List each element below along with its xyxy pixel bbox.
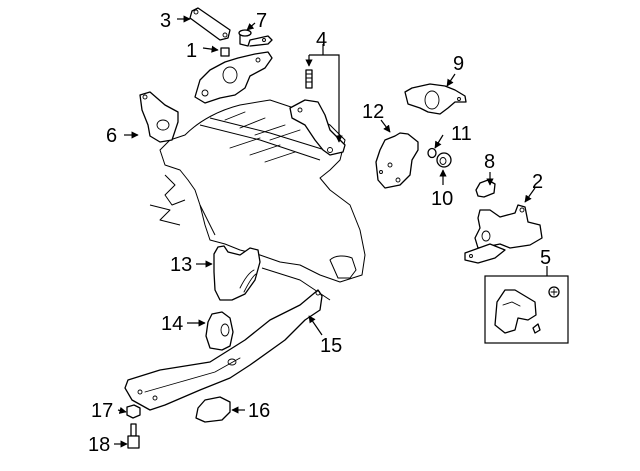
callout-10: 10 <box>431 188 453 210</box>
callout-3: 3 <box>160 10 171 32</box>
callout-18: 18 <box>88 434 110 456</box>
engine-block-outline <box>149 99 366 301</box>
part-11-nut[interactable] <box>427 147 437 159</box>
callout-12: 12 <box>362 101 384 123</box>
callout-13: 13 <box>170 254 192 276</box>
part-14-front-mount[interactable] <box>205 311 234 351</box>
part-6-engine-bracket[interactable] <box>139 91 179 143</box>
callout-11: 11 <box>451 123 472 145</box>
callout-7: 7 <box>256 10 267 32</box>
callout-2: 2 <box>532 171 543 193</box>
part-16-insulator[interactable] <box>195 396 231 423</box>
part-18-stud-bolt[interactable] <box>127 423 140 449</box>
callout-16: 16 <box>248 400 270 422</box>
part-4-bracket-with-stud[interactable] <box>289 69 346 156</box>
callout-14: 14 <box>161 313 183 335</box>
callout-9: 9 <box>453 53 464 75</box>
part-2-transmission-mount[interactable] <box>464 204 543 264</box>
part-5-mount-kit[interactable] <box>484 275 569 344</box>
part-1-engine-mount[interactable] <box>194 47 273 104</box>
callout-1: 1 <box>186 40 197 62</box>
part-17-nut[interactable] <box>126 404 141 419</box>
part-15-crossmember[interactable] <box>124 289 323 411</box>
callout-17: 17 <box>91 400 113 422</box>
part-7-stopper-bracket[interactable] <box>238 29 273 47</box>
part-10-bushing[interactable] <box>436 152 452 168</box>
leader-lines <box>114 15 548 448</box>
part-3-brace[interactable] <box>189 7 231 41</box>
part-13-front-mount-bracket[interactable] <box>213 245 261 301</box>
callout-labels: 3 1 7 4 6 9 12 11 10 8 2 5 13 14 15 16 1… <box>88 10 551 456</box>
callout-5: 5 <box>540 247 551 269</box>
part-9-rear-mount[interactable] <box>404 83 467 115</box>
part-8-cap[interactable] <box>475 179 496 198</box>
callout-6: 6 <box>106 125 117 147</box>
part-12-mount-bracket[interactable] <box>375 132 419 189</box>
callout-15: 15 <box>320 335 342 357</box>
callout-8: 8 <box>484 151 495 173</box>
callout-4: 4 <box>316 29 327 51</box>
